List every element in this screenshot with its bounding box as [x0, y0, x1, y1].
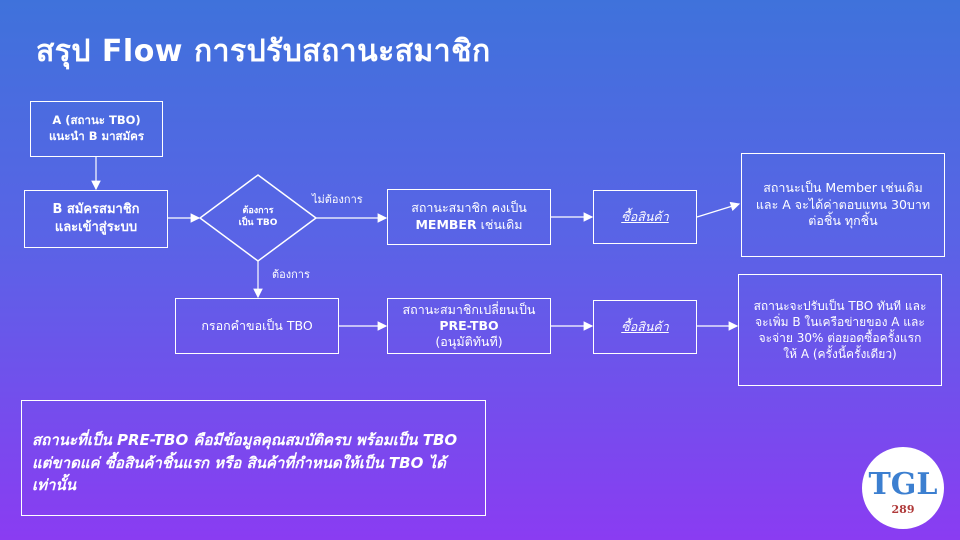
label-no: ไม่ต้องการ	[312, 193, 363, 206]
box-buy-1: ซื้อสินค้า	[593, 190, 697, 244]
pretbo-status-keyword: PRE-TBO	[439, 317, 499, 333]
logo-letters: TGL	[868, 467, 937, 502]
box-result-member: สถานะเป็น Member เช่นเดิม และ A จะได้ค่า…	[741, 153, 945, 257]
pretbo-note: สถานะที่เป็น PRE-TBO คือมีข้อมูลคุณสมบัต…	[21, 400, 486, 516]
arrow-buy1-to-result1	[696, 201, 741, 218]
member-status-line1: สถานะสมาชิก คงเป็น	[411, 200, 527, 216]
page-title: สรุป Flow การปรับสถานะสมาชิก	[36, 34, 491, 69]
box-a-tbo: A (สถานะ TBO) แนะนำ B มาสมัคร	[30, 101, 163, 157]
box-tbo-request: กรอกคำขอเป็น TBO	[175, 298, 339, 354]
member-status-keyword: MEMBER	[415, 217, 477, 232]
buy-2-text: ซื้อสินค้า	[621, 318, 669, 334]
tgl-logo: TGL 289	[862, 447, 944, 529]
box-b-register: B สมัครสมาชิก และเข้าสู่ระบบ	[24, 190, 168, 248]
box-pretbo-status: สถานะสมาชิกเปลี่ยนเป็น PRE-TBO (อนุมัติท…	[387, 298, 551, 354]
label-yes: ต้องการ	[272, 268, 310, 281]
tgl-logo-graphic: TGL 289	[868, 467, 937, 516]
box-buy-2: ซื้อสินค้า	[593, 300, 697, 354]
decision-label: ต้องการ เป็น TBO	[238, 206, 278, 228]
member-status-suffix: เช่นเดิม	[476, 217, 523, 232]
logo-number: 289	[892, 503, 915, 516]
buy-1-text: ซื้อสินค้า	[621, 208, 669, 224]
box-result-tbo: สถานะจะปรับเป็น TBO ทันที และ จะเพิ่ม B …	[738, 274, 942, 386]
box-member-status: สถานะสมาชิก คงเป็น MEMBER เช่นเดิม	[387, 189, 551, 245]
pretbo-status-line1: สถานะสมาชิกเปลี่ยนเป็น	[402, 301, 536, 317]
member-status-line2: MEMBER เช่นเดิม	[415, 217, 522, 234]
pretbo-status-line3: (อนุมัติทันที)	[435, 334, 503, 350]
